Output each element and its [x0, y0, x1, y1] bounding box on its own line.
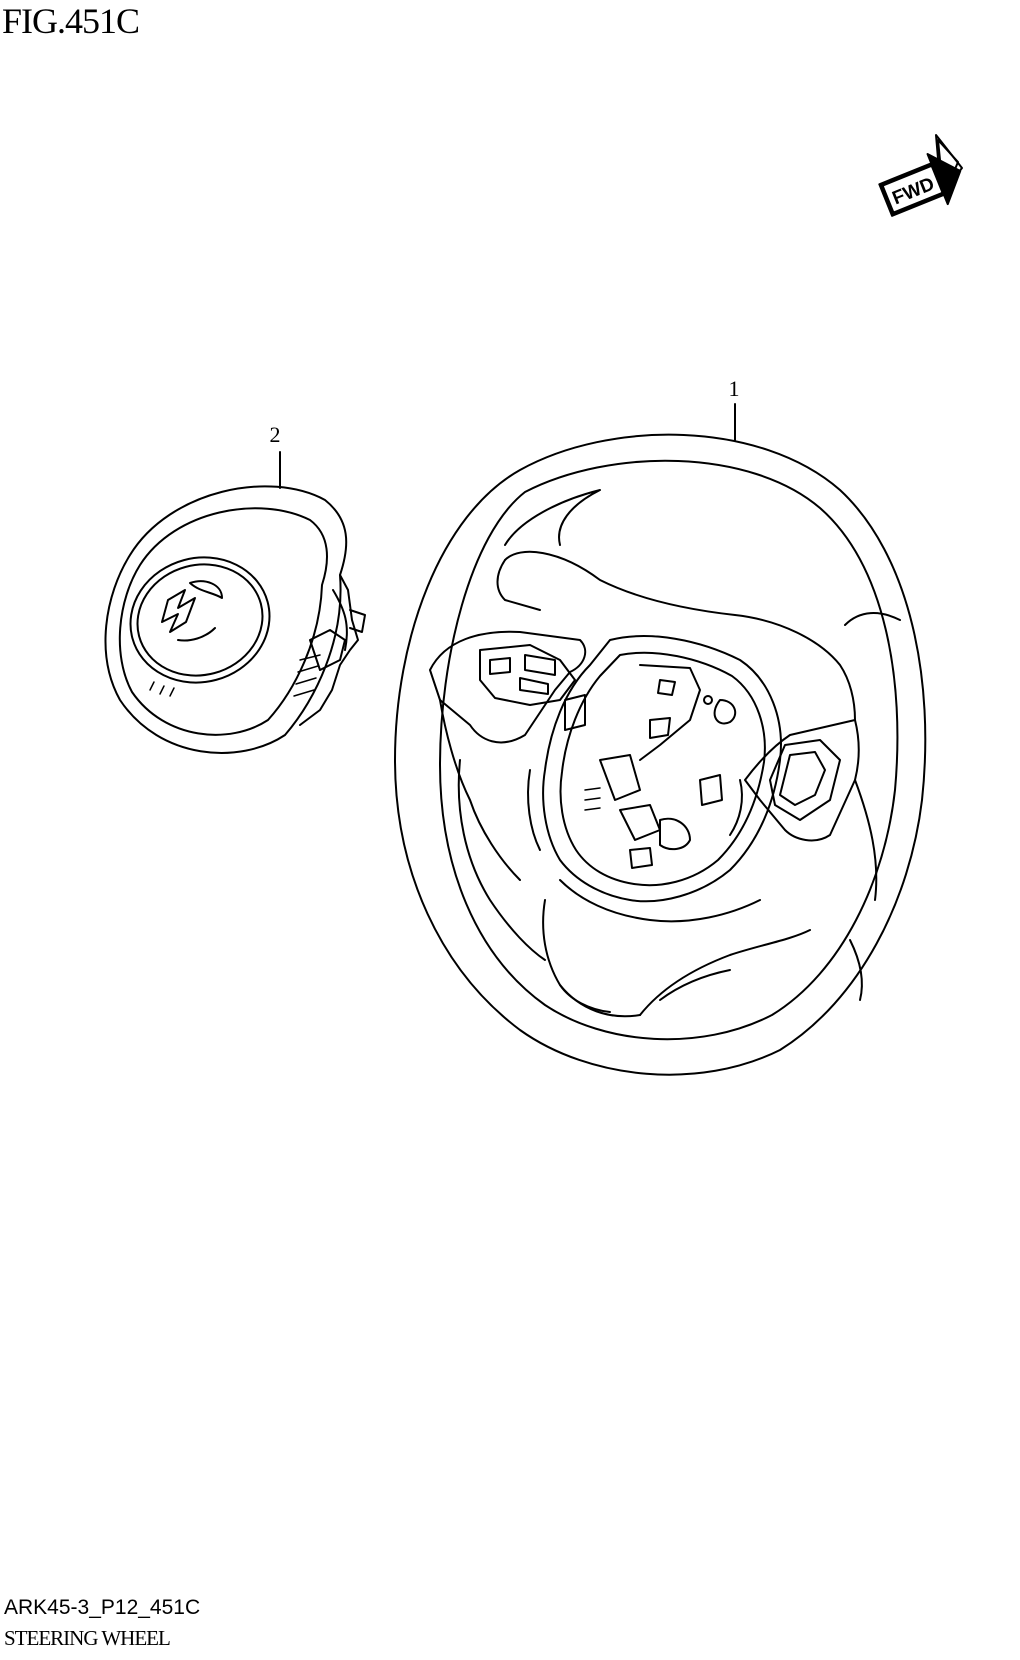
figure-name: STEERING WHEEL — [4, 1626, 171, 1650]
callout-2-label: 2 — [270, 422, 281, 447]
drawing-code: ARK45-3_P12_451C — [4, 1596, 201, 1619]
callout-1: 1 — [729, 376, 740, 441]
suzuki-emblem-icon — [161, 580, 223, 642]
callout-2: 2 — [270, 422, 281, 489]
fwd-arrow-icon: FWD — [878, 134, 963, 217]
callout-1-label: 1 — [729, 376, 740, 401]
figure-title: FIG.451C — [2, 1, 140, 41]
airbag-module — [104, 485, 366, 754]
steering-wheel — [394, 433, 927, 1076]
